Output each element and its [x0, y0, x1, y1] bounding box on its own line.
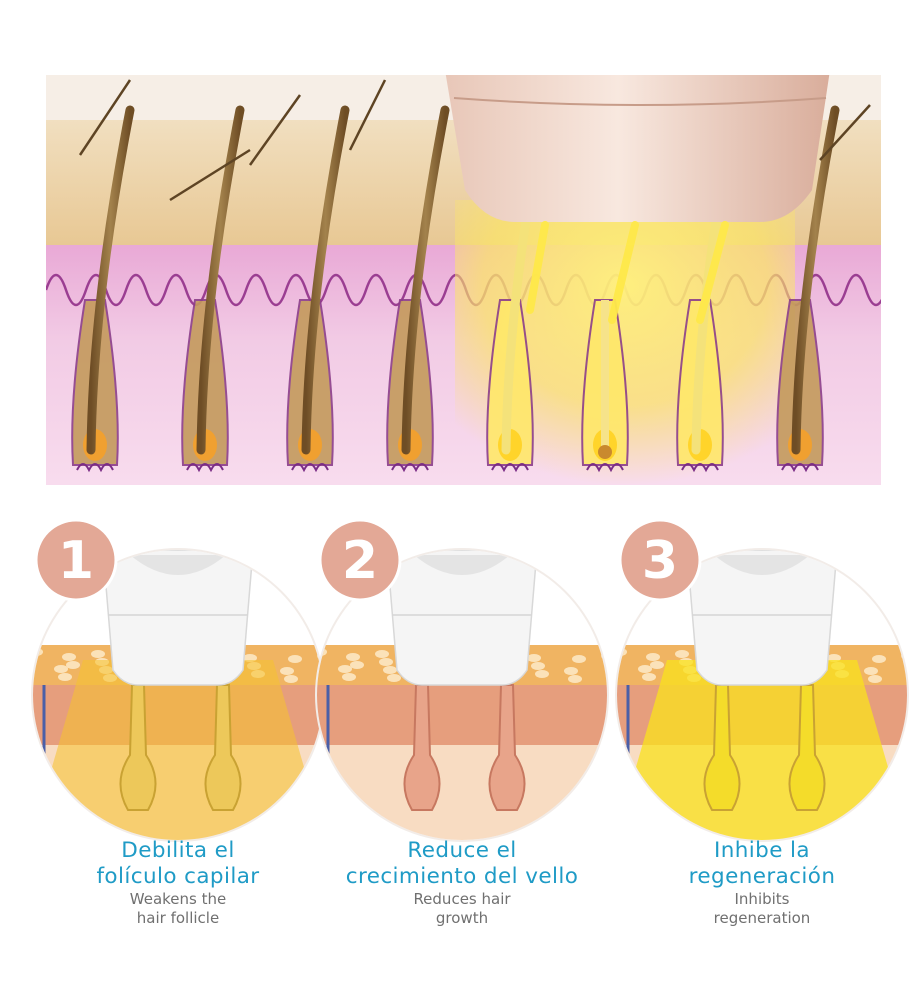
step-3-subtitle-line2: regeneration [713, 909, 811, 927]
hair-follicle-icon [204, 684, 242, 811]
step-1-illustration: 1 [31, 520, 325, 842]
hair-follicle-icon [386, 105, 450, 473]
light-cone [33, 660, 323, 840]
step-1-title-line1: Debilita el [121, 838, 235, 863]
step-number-text: 3 [642, 531, 678, 591]
ipl-device-head-icon [386, 550, 538, 686]
ipl-device-head-icon [686, 550, 838, 686]
step-2: 2 Reduce el crecimiento del vello Reduce… [312, 520, 612, 980]
step-number-badge: 1 [34, 520, 118, 602]
step-1-subtitle-line2: hair follicle [136, 909, 220, 927]
dermis-band [317, 685, 607, 745]
step-2-illustration: 2 [315, 520, 609, 842]
light-cone [617, 660, 907, 840]
step-3-title-line2: regeneración [688, 864, 836, 889]
step-number-text: 2 [342, 531, 378, 591]
hair-follicle-icon [119, 684, 157, 811]
hair-follicle-icon [488, 684, 526, 811]
surface-hair [819, 104, 871, 161]
step-3-illustration: 3 [615, 520, 909, 842]
step-2-title-line1: Reduce el [407, 838, 517, 863]
surface-hair [78, 79, 132, 156]
skin-cross-section-diagram [46, 75, 881, 485]
hair-follicle-icon [71, 105, 135, 473]
hair-follicle-icon [286, 105, 350, 473]
step-number-text: 1 [58, 531, 94, 591]
step-number-badge: 3 [618, 520, 702, 602]
step-number-badge: 2 [318, 520, 402, 602]
surface-hair [169, 148, 251, 202]
step-2-subtitle-line2: growth [435, 909, 489, 927]
step-2-subtitle-line1: Reduces hair [413, 890, 511, 908]
step-2-title-line2: crecimiento del vello [345, 864, 579, 889]
hair-follicle-icon [703, 684, 741, 811]
step-3: 3 Inhibe la regeneración Inhibits regene… [612, 520, 912, 980]
light-beams [526, 221, 729, 324]
step-3-title-line1: Inhibe la [713, 838, 811, 863]
hair-follicle-icon [403, 684, 441, 811]
step-3-subtitle-line1: Inhibits [734, 890, 790, 908]
ipl-device-head-icon [445, 75, 830, 222]
hair-follicle-icon [181, 105, 245, 473]
hair-follicle-icon [776, 105, 840, 473]
surface-hair [248, 94, 302, 166]
ipl-device-head-icon [102, 550, 254, 686]
step-1: 1 Debilita el folículo capilar Weakens t… [28, 520, 328, 980]
surface-hair [348, 79, 387, 151]
step-1-title-line2: folículo capilar [96, 864, 260, 889]
hair-follicle-icon [788, 684, 826, 811]
hair-follicle-icon [581, 299, 629, 473]
step-1-subtitle-line1: Weakens the [129, 890, 227, 908]
